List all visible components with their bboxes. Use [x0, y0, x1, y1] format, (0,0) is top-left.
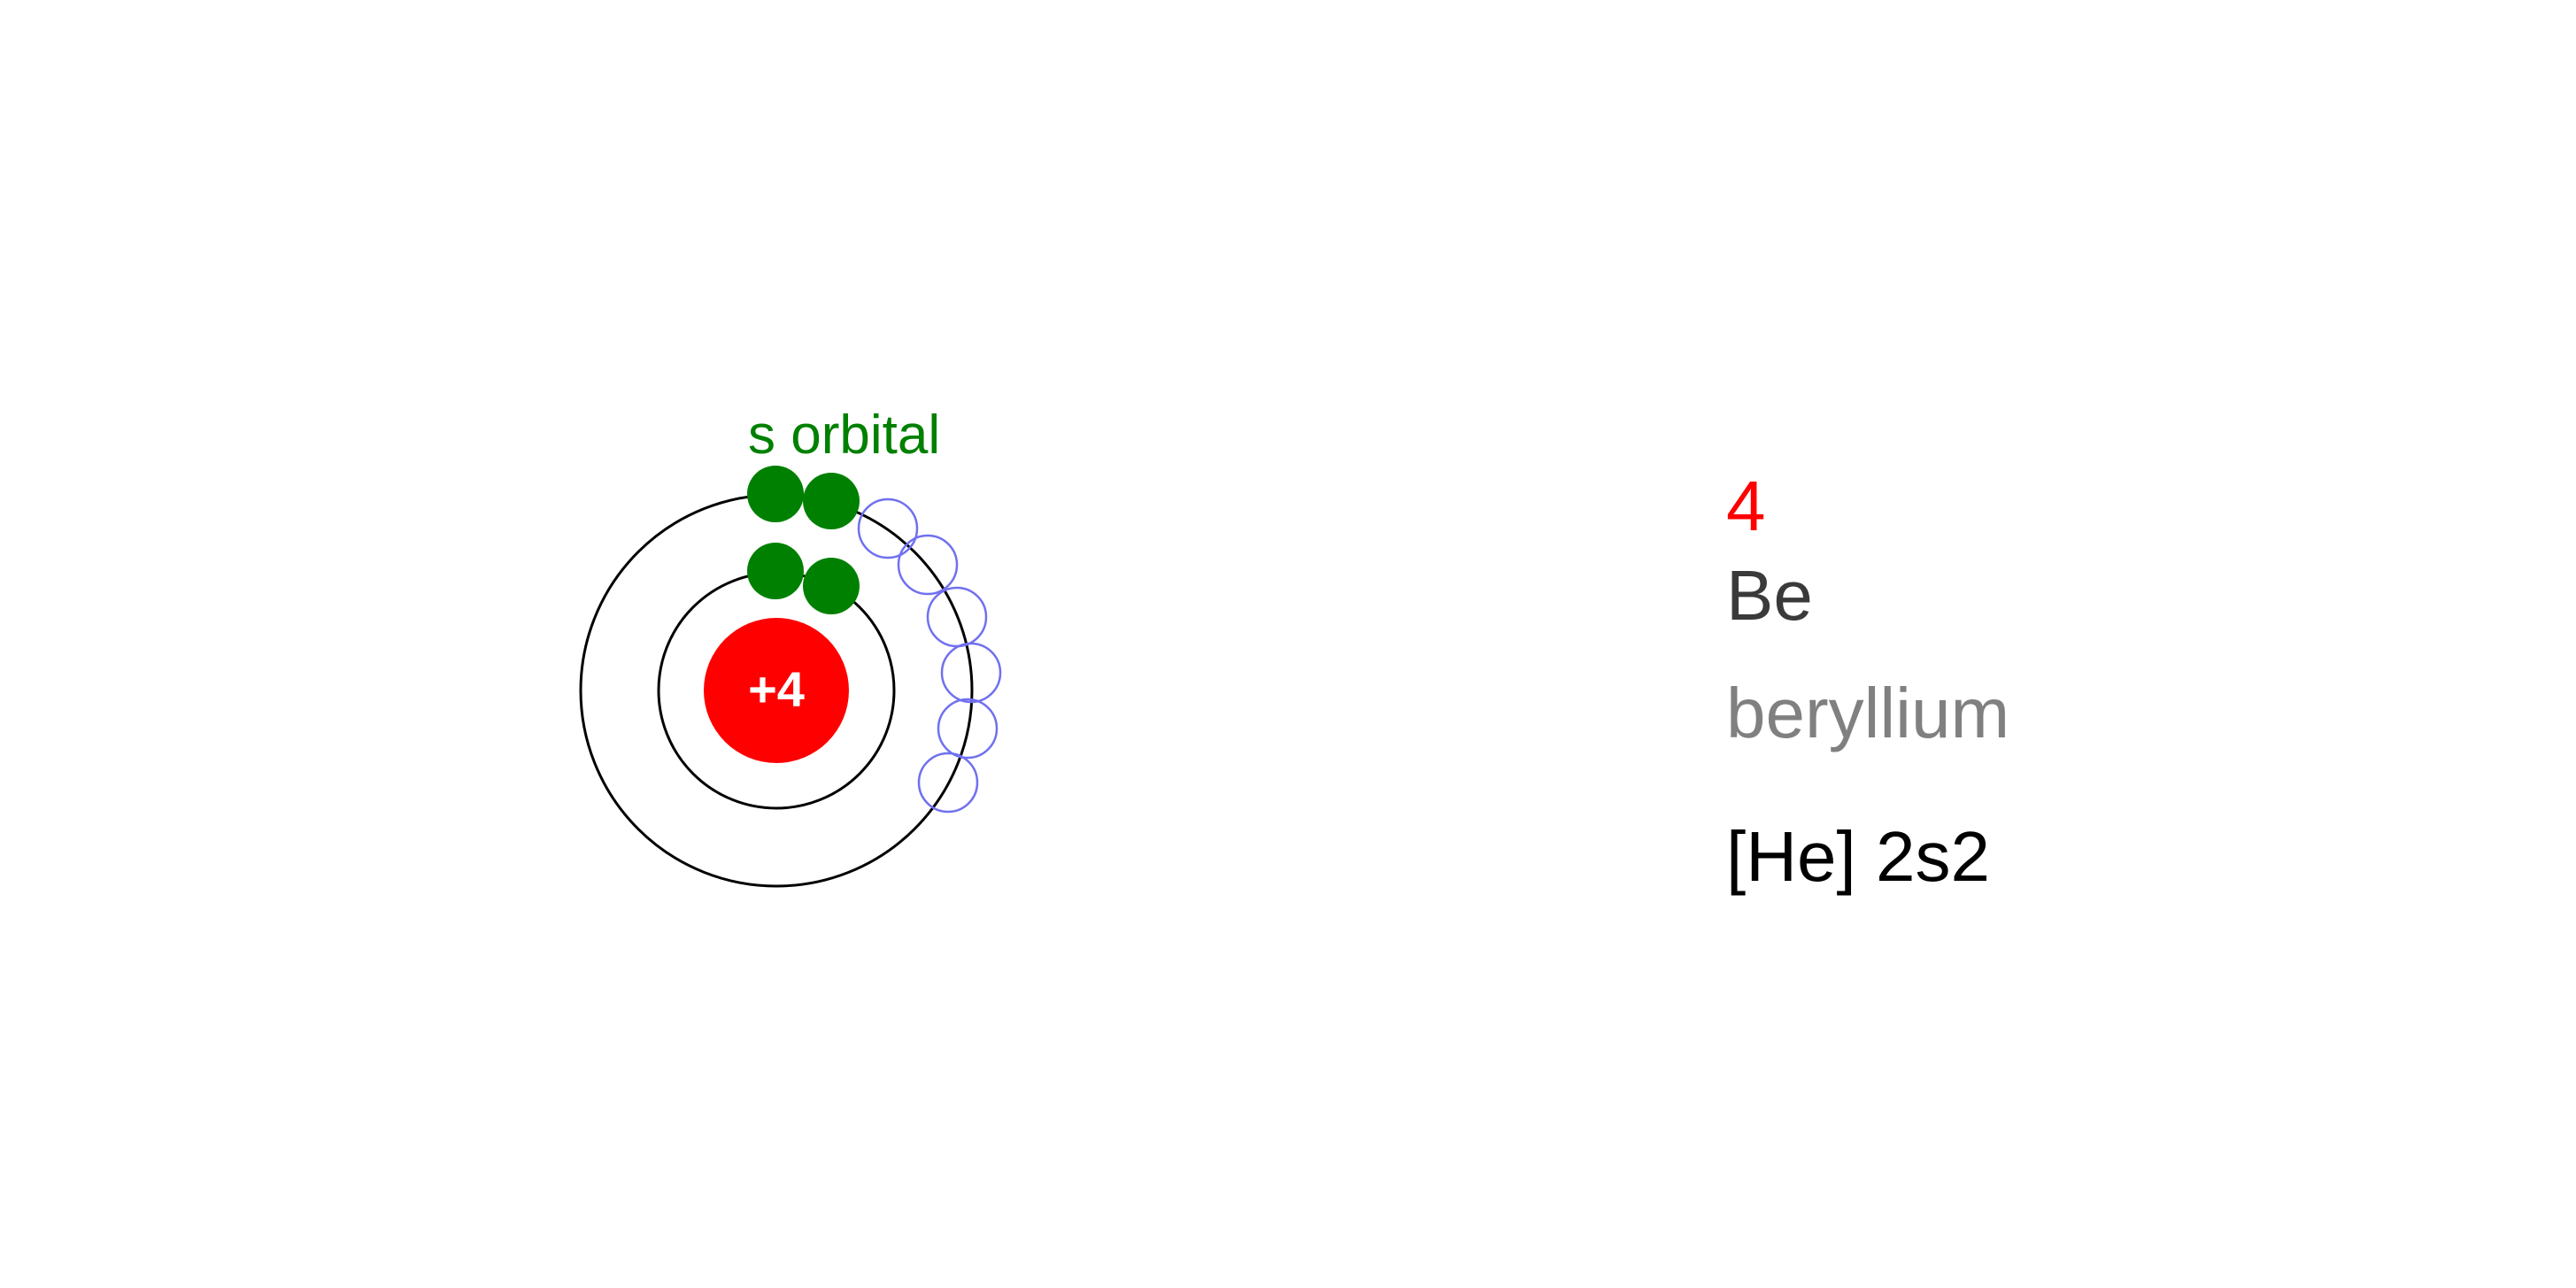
electron-inner-1 [747, 543, 804, 599]
orbital-label: s orbital [748, 405, 940, 466]
element-name: beryllium [1726, 674, 2010, 752]
electron-outer-2 [803, 473, 860, 529]
electron-outer-1 [747, 466, 804, 522]
nucleus-charge: +4 [748, 661, 805, 717]
hint-circle [857, 497, 919, 559]
element-symbol: Be [1726, 556, 1813, 635]
atomic-number: 4 [1726, 467, 1766, 545]
electron-configuration: [He] 2s2 [1726, 817, 1990, 896]
hint-circle [940, 642, 1002, 704]
orbital-path-hints [857, 497, 1002, 814]
electron-inner-2 [803, 558, 860, 614]
hint-circle [937, 698, 999, 760]
nucleus [704, 618, 849, 763]
hint-circle [897, 534, 959, 596]
hint-circle [917, 752, 979, 814]
